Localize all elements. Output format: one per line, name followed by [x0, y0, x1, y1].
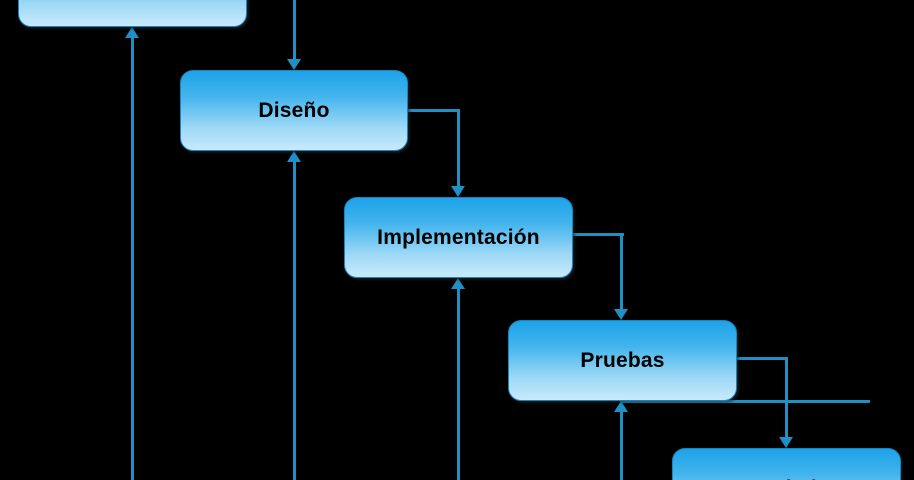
forward-line-implementacion-to-pruebas: [620, 233, 623, 309]
node-pruebas-label: Pruebas: [580, 349, 665, 372]
node-pruebas[interactable]: Pruebas: [508, 320, 737, 401]
node-mantenimiento-label: Mantenimiento: [711, 478, 862, 480]
node-diseno[interactable]: Diseño: [180, 70, 408, 151]
feedback-elbow-to-pruebas: [620, 400, 870, 403]
forward-elbow-pruebas-to-mantenimiento: [737, 357, 788, 360]
feedback-arrow-to-pruebas: [614, 401, 628, 412]
feedback-arrow-to-diseno: [287, 151, 301, 162]
forward-arrow-implementacion-to-pruebas: [614, 309, 628, 320]
node-implementacion-label: Implementación: [377, 226, 540, 249]
feedback-arrow-to-requisitos: [125, 27, 139, 38]
node-requisitos[interactable]: Requisitos: [18, 0, 247, 27]
node-diseno-label: Diseño: [258, 99, 330, 122]
forward-arrow-requisitos-to-diseno: [287, 59, 301, 70]
forward-line-pruebas-to-mantenimiento: [785, 357, 788, 437]
forward-line-diseno-to-implementacion: [457, 109, 460, 186]
forward-arrow-pruebas-to-mantenimiento: [779, 437, 793, 448]
feedback-arrow-to-implementacion: [451, 278, 465, 289]
node-implementacion[interactable]: Implementación: [344, 197, 573, 278]
feedback-line-to-pruebas: [620, 412, 623, 480]
forward-elbow-implementacion-to-pruebas: [573, 233, 624, 236]
forward-arrow-diseno-to-implementacion: [451, 186, 465, 197]
forward-elbow-diseno-to-implementacion: [408, 109, 460, 112]
feedback-line-to-diseno: [293, 162, 296, 480]
forward-line-requisitos-to-diseno: [293, 0, 296, 59]
feedback-line-to-requisitos: [131, 38, 134, 480]
node-mantenimiento[interactable]: Mantenimiento: [672, 448, 901, 480]
feedback-line-to-implementacion: [457, 289, 460, 480]
